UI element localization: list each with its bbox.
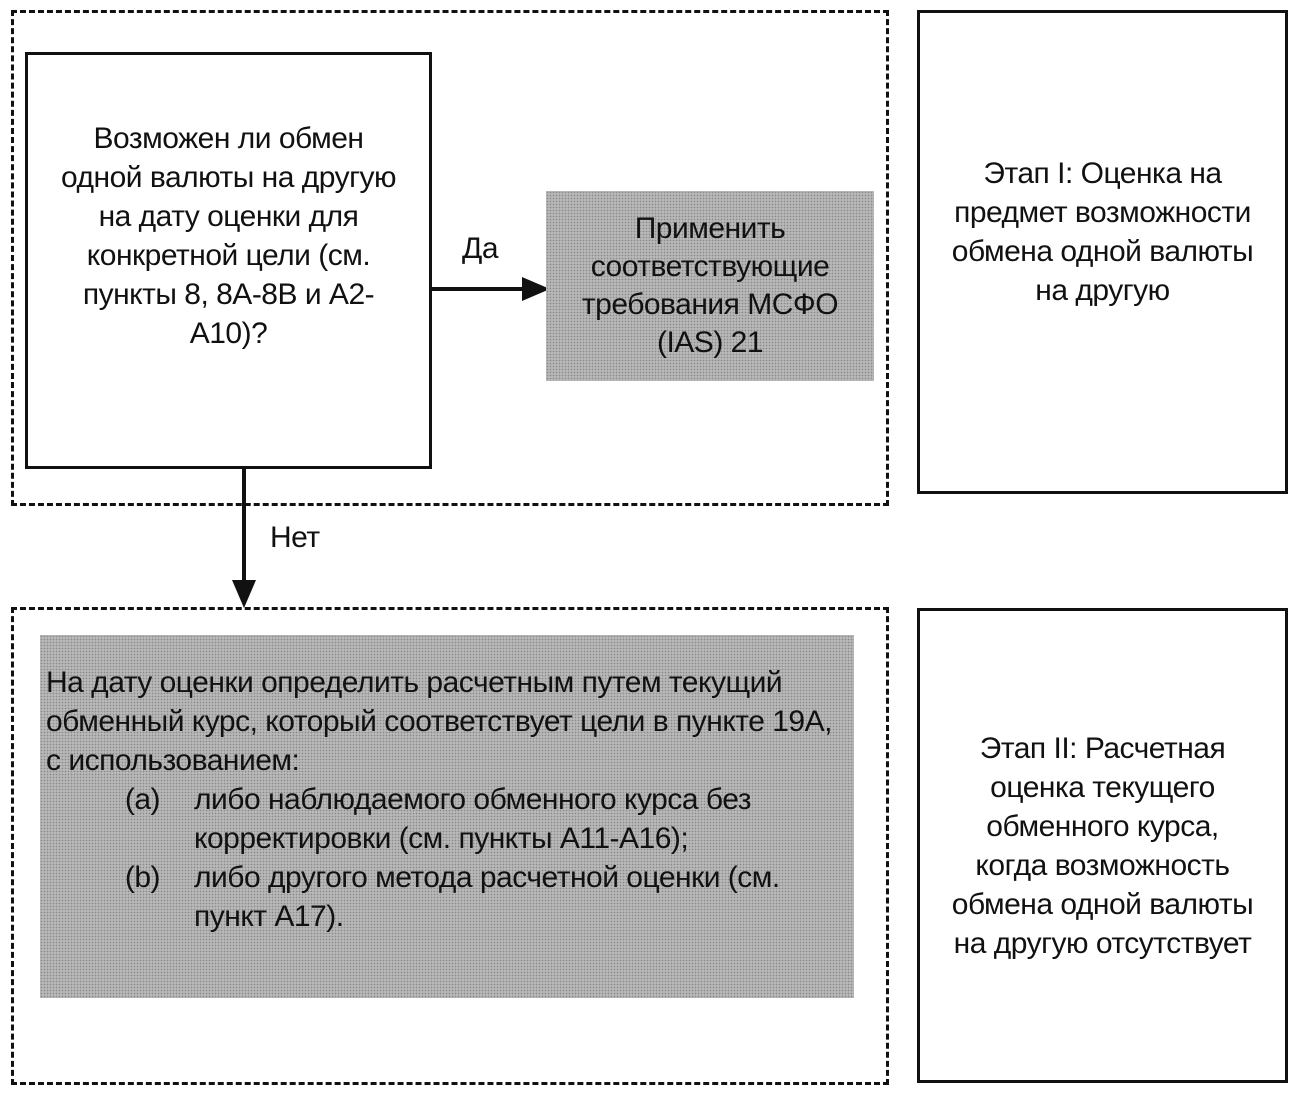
question-text: Возможен ли обмен одной валюты на другую… bbox=[60, 121, 397, 350]
item-b-text: либо другого метода расчетной оценки (см… bbox=[194, 861, 780, 933]
stage-2-title-text: Этап II: Расчетная оценка текущего обмен… bbox=[951, 731, 1254, 960]
apply-ias21-box: Применить соответствующие требования МСФ… bbox=[546, 191, 874, 381]
yes-arrow-head bbox=[522, 277, 550, 301]
no-arrow-head bbox=[232, 580, 256, 608]
stage-2-frame bbox=[11, 607, 889, 1085]
item-b-label: (b) bbox=[124, 861, 161, 894]
yes-label: Да bbox=[462, 232, 499, 265]
stage-1-title-box: Этап I: Оценка на предмет возможности об… bbox=[917, 10, 1288, 494]
estimation-item-a: (a) либо наблюдаемого обменного курса бе… bbox=[46, 780, 844, 858]
estimation-item-b: (b) либо другого метода расчетной оценки… bbox=[46, 858, 844, 936]
estimation-intro: На дату оценки определить расчетным путе… bbox=[46, 666, 832, 777]
question-box: Возможен ли обмен одной валюты на другую… bbox=[25, 52, 432, 469]
stage-2-title-box: Этап II: Расчетная оценка текущего обмен… bbox=[917, 608, 1288, 1083]
stage-1-title-text: Этап I: Оценка на предмет возможности об… bbox=[951, 157, 1254, 307]
estimation-box: На дату оценки определить расчетным путе… bbox=[40, 635, 854, 998]
stage-1-frame bbox=[11, 10, 889, 506]
no-label: Нет bbox=[270, 521, 320, 554]
item-a-label: (a) bbox=[124, 783, 161, 816]
apply-ias21-text: Применить соответствующие требования МСФ… bbox=[581, 212, 839, 359]
no-arrow-line bbox=[242, 469, 246, 585]
item-a-text: либо наблюдаемого обменного курса без ко… bbox=[194, 783, 751, 855]
yes-arrow-line bbox=[432, 287, 527, 291]
